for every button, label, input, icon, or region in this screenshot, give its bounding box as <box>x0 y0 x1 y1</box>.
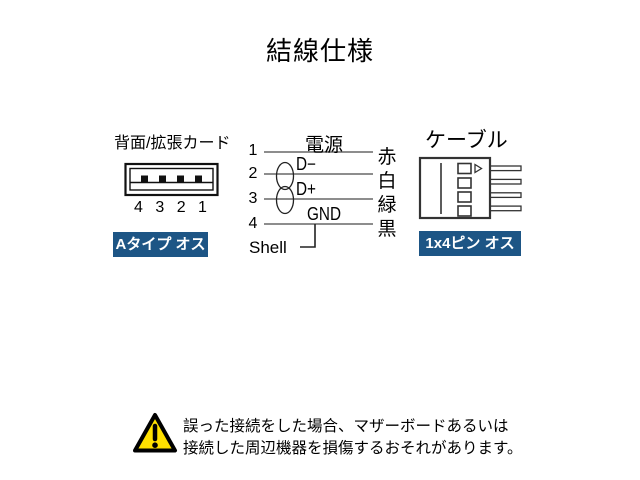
left-connector-type-badge: Aタイプ オス <box>113 232 208 257</box>
warning-text-line1: 誤った接続をした場合、マザーボードあるいは <box>183 418 509 435</box>
wire-color-red: 赤 <box>377 147 397 168</box>
warning-text-line2: 接続した周辺機器を損傷するおそれがあります。 <box>183 440 523 457</box>
wiring-lines-graphic <box>264 151 373 248</box>
shell-label: Shell <box>249 238 287 257</box>
pin1-marker-icon <box>474 163 483 174</box>
signal-label-dminus: D− <box>296 154 316 174</box>
right-connector-heading: ケーブル <box>425 129 508 152</box>
page-title: 結線仕様 <box>265 36 374 66</box>
twisted-pair-loop-icon <box>275 161 295 191</box>
warning-triangle-icon <box>133 413 177 453</box>
left-connector-heading: 背面/拡張カード <box>114 135 231 152</box>
schematic-pin-number: 4 <box>248 215 258 232</box>
usb-pin-numbers: 4 3 2 1 <box>134 199 211 216</box>
1x4-pin-connector-icon <box>418 156 522 220</box>
wire-color-green: 緑 <box>377 195 397 216</box>
twisted-pair-loop-icon <box>275 185 295 215</box>
signal-label-gnd: GND <box>307 204 341 224</box>
wire-color-black: 黒 <box>377 219 397 240</box>
schematic-pin-number: 3 <box>248 190 258 207</box>
signal-label-power: 電源 <box>304 135 343 156</box>
right-connector-type-badge: 1x4ピン オス <box>419 231 521 256</box>
shell-ground-wire <box>300 224 316 248</box>
usb-type-a-connector-icon <box>124 162 219 197</box>
wire-color-white: 白 <box>377 171 397 192</box>
signal-label-dplus: D+ <box>296 179 316 199</box>
schematic-pin-number: 2 <box>248 165 258 182</box>
schematic-pin-number: 1 <box>248 142 258 159</box>
